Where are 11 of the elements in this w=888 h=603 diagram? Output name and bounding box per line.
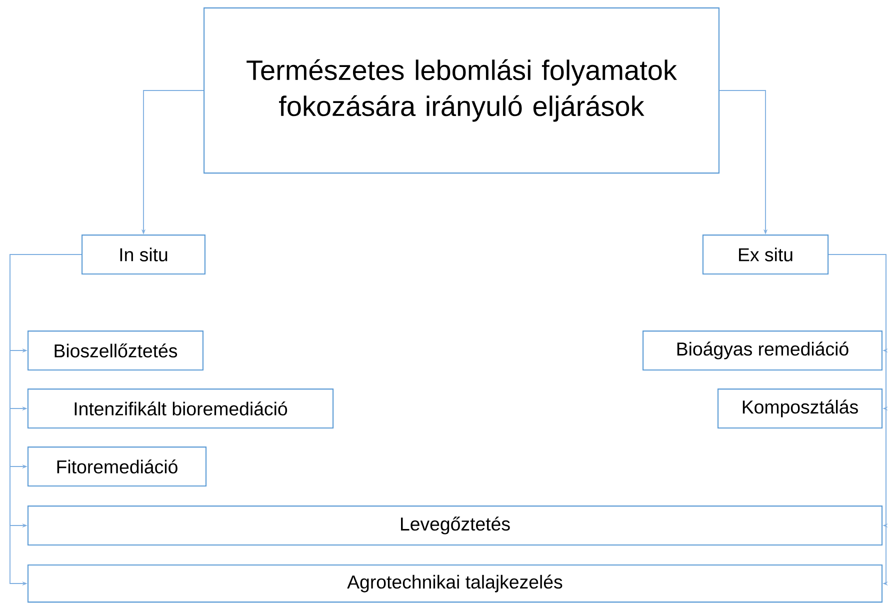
process-box: Bioágyas remediáció: [642, 330, 883, 370]
process-box: Intenzifikált bioremediáció: [27, 388, 334, 428]
process-box: Fitoremediáció: [27, 446, 207, 486]
process-box: Agrotechnikai talajkezelés: [27, 564, 883, 603]
process-box: Levegőztetés: [27, 506, 883, 546]
process-box: Komposztálás: [717, 388, 883, 428]
process-box: In situ: [82, 234, 206, 274]
title-box: Természetes lebomlási folyamatok fokozására irányuló eljárások: [204, 7, 720, 174]
connector-arrow: [828, 254, 888, 586]
process-box: Bioszellőztetés: [28, 330, 204, 370]
process-box: Ex situ: [702, 234, 829, 274]
